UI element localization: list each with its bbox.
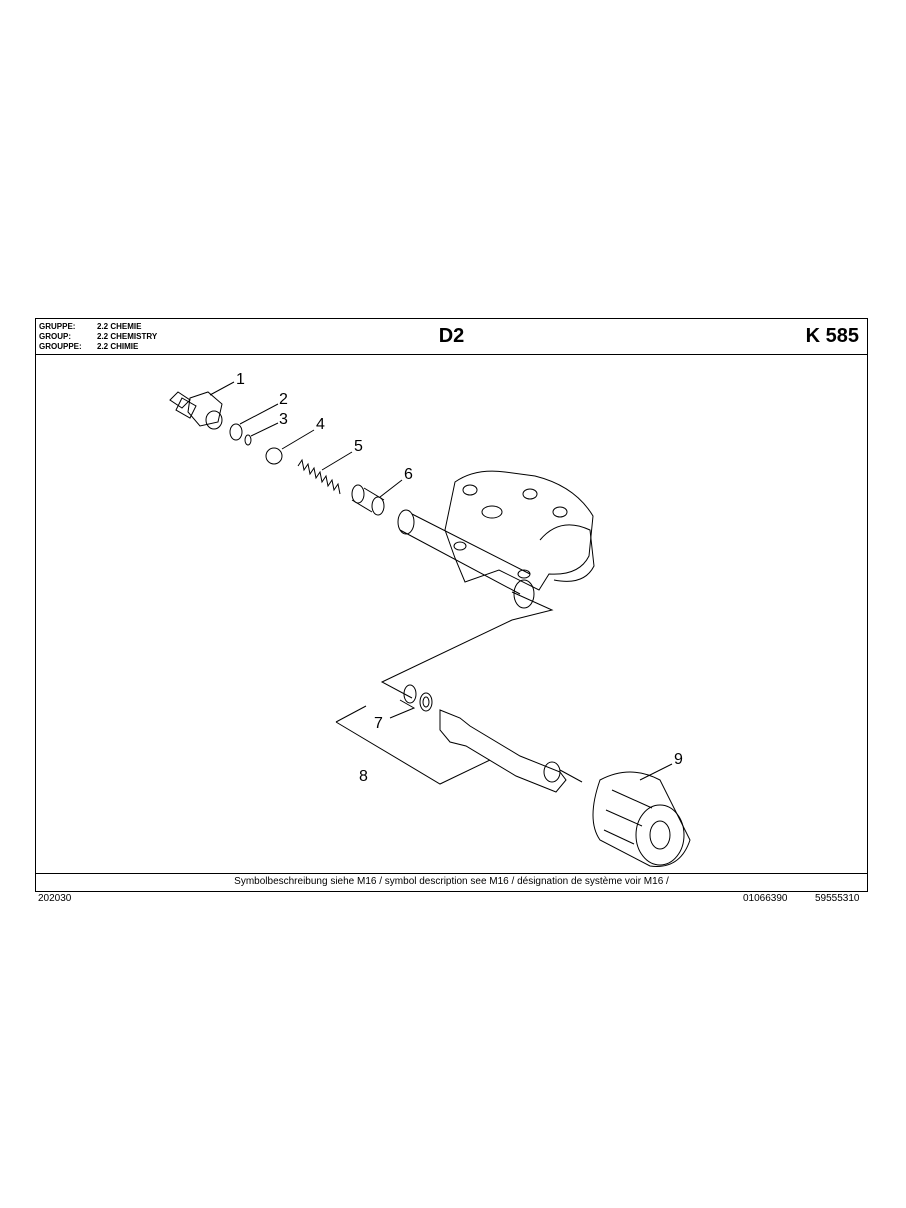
assembly-bracket-upper [380, 591, 554, 699]
symbol-note: Symbolbeschreibung siehe M16 / symbol de… [36, 873, 867, 891]
part-code-1: 01066390 [743, 893, 788, 904]
title-block: GRUPPE:2.2 CHEMIE GROUP:2.2 CHEMISTRY GR… [36, 319, 867, 355]
part-9-gear-cover [592, 771, 691, 867]
leader-2 [239, 403, 279, 425]
drawing-code: 202030 [38, 893, 72, 904]
leader-1 [209, 381, 235, 396]
leader-9 [639, 763, 673, 781]
part-code-2: 59555310 [815, 893, 860, 904]
sheet-id: D2 [438, 325, 465, 347]
group-row-de: GRUPPE:2.2 CHEMIE [39, 322, 142, 331]
callout-1: 1 [236, 371, 245, 388]
callout-3: 3 [279, 411, 288, 428]
callout-4: 4 [316, 416, 325, 433]
callout-6: 6 [404, 466, 413, 483]
group-row-fr: GROUPPE:2.2 CHIMIE [39, 342, 139, 351]
callout-9: 9 [674, 751, 683, 768]
leader-4 [281, 429, 315, 450]
leader-5 [321, 451, 353, 471]
part-6-sleeve [351, 484, 385, 516]
part-2-o-ring [229, 423, 243, 441]
leader-6 [379, 479, 403, 498]
callout-7: 7 [374, 715, 383, 732]
callout-2: 2 [279, 391, 288, 408]
axis-line [559, 769, 583, 783]
pump-housing [397, 470, 595, 609]
leader-3 [250, 422, 279, 437]
drawing-frame: GRUPPE:2.2 CHEMIE GROUP:2.2 CHEMISTRY GR… [35, 318, 868, 892]
part-4-ball [265, 447, 283, 465]
part-1-fitting [169, 391, 223, 430]
assembly-bracket-8 [335, 705, 491, 785]
group-row-en: GROUP:2.2 CHEMISTRY [39, 332, 158, 341]
callout-5: 5 [354, 438, 363, 455]
part-8-shaft [439, 709, 567, 793]
leader-7 [389, 699, 416, 719]
part-3-ring [244, 434, 252, 446]
callout-8: 8 [359, 768, 368, 785]
model-number: K 585 [805, 325, 859, 347]
part-7-seals [403, 684, 433, 712]
part-5-spring [297, 458, 341, 495]
group-info: GRUPPE:2.2 CHEMIE GROUP:2.2 CHEMISTRY GR… [39, 322, 157, 352]
